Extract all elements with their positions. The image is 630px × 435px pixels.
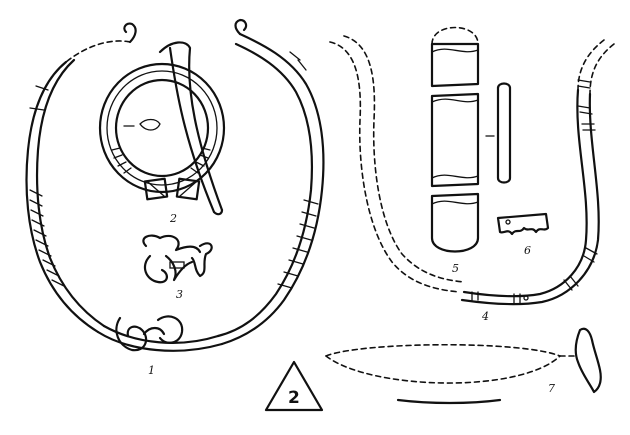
item-label-7: 7 xyxy=(548,382,555,395)
plate-number-marker: 2 xyxy=(264,360,324,412)
comb-drawing xyxy=(496,212,550,236)
item-label-1: 1 xyxy=(148,364,155,377)
brooch-drawing xyxy=(98,41,226,216)
item-label-5: 5 xyxy=(452,262,459,275)
torque-drawing xyxy=(25,18,325,352)
item-label-4: 4 xyxy=(481,310,489,323)
item-label-6: 6 xyxy=(524,244,531,257)
item-label-3: 3 xyxy=(176,288,183,301)
bowl-drawing xyxy=(325,327,602,405)
bar-drawing xyxy=(430,26,480,253)
plate-number: 2 xyxy=(288,388,300,408)
fragment-drawing xyxy=(142,234,213,284)
bow-drawing xyxy=(329,35,615,306)
item-label-2: 2 xyxy=(169,212,177,225)
needle-drawing xyxy=(485,82,512,184)
